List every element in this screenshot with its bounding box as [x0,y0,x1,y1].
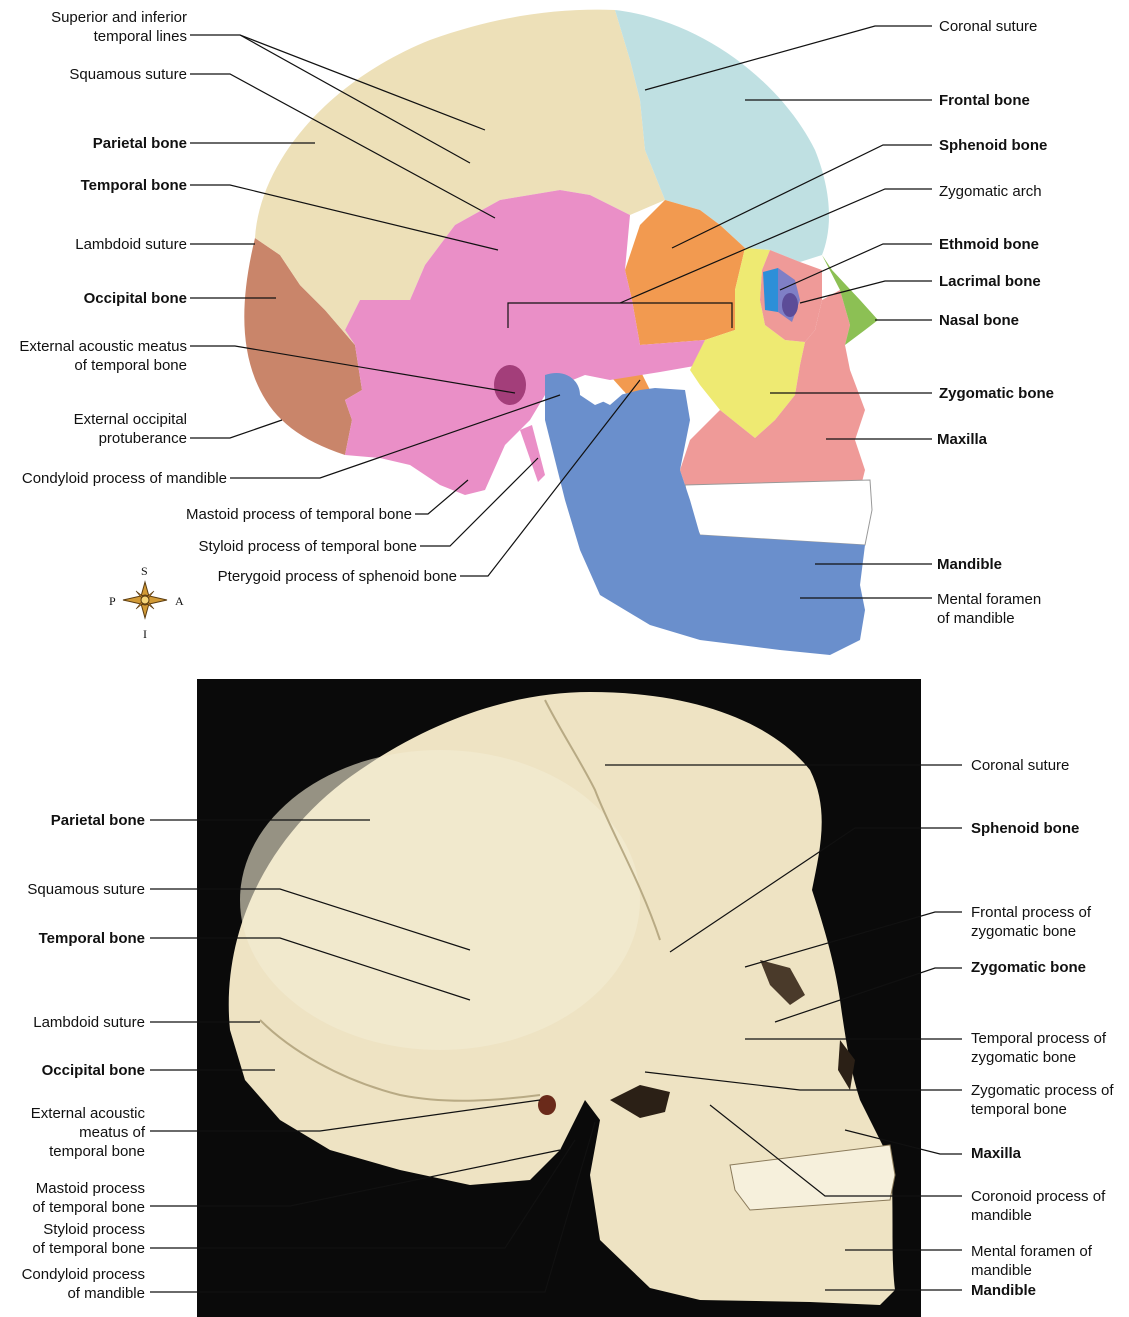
sphenoid-bone-region [625,200,745,345]
nasal-bone-region [822,255,878,345]
photo-label-external-acoustic-meatus: External acoustic meatus of temporal bon… [30,1105,145,1160]
photo-label-mandible: Mandible [971,1282,1037,1299]
label-mental-foramen: Mental foramen of mandible [937,591,1042,627]
photo-label-sphenoid-bone: Sphenoid bone [971,820,1080,837]
label-sphenoid-bone: Sphenoid bone [939,137,1048,154]
photo-label-mastoid-process: Mastoid process of temporal bone [32,1180,145,1216]
photo-lambdoid-suture [259,1019,541,1102]
bottom-leader-lines [150,764,962,1293]
photo-label-coronoid-process: Coronoid process of mandible [971,1188,1106,1224]
label-maxilla: Maxilla [937,431,988,448]
label-zygomatic-bone: Zygomatic bone [939,385,1055,402]
ethmoid-bone-region [763,268,778,312]
compass-superior: S [141,564,148,578]
photo-label-zygomatic-bone: Zygomatic bone [971,959,1087,976]
label-squamous-suture: Squamous suture [69,66,187,83]
label-lambdoid-suture: Lambdoid suture [75,236,187,253]
top-leader-lines [190,25,932,599]
ear-hole [494,365,526,405]
occipital-bone-region [244,238,362,455]
label-external-acoustic-meatus: External acoustic meatus of temporal bon… [19,338,187,374]
parietal-bone-region [255,9,665,345]
photo-shade [240,750,640,1050]
photo-teeth [729,1144,896,1211]
temporal-bone-region [345,190,705,495]
sigmoid-notch [590,385,625,405]
label-coronal-suture: Coronal suture [939,18,1038,35]
label-temporal-bone: Temporal bone [80,177,187,194]
label-temporal-lines: Superior and inferior temporal lines [51,9,187,45]
teeth-region [684,479,873,546]
photo-ear-hole [538,1095,556,1115]
photo-label-temporal-bone: Temporal bone [38,930,145,947]
frontal-bone-region [615,10,830,262]
photo-label-squamous-suture: Squamous suture [27,881,145,898]
photo-coronal-suture [544,699,661,941]
photo-label-styloid-process: Styloid process of temporal bone [32,1221,145,1257]
photo-label-lambdoid-suture: Lambdoid suture [33,1014,145,1031]
label-parietal-bone: Parietal bone [92,135,187,152]
label-external-occipital-protuberance: External occipital protuberance [73,411,187,447]
label-lacrimal-bone: Lacrimal bone [939,273,1041,290]
orbit-hole [782,293,798,317]
maxilla-region [680,290,865,500]
styloid-region [520,425,545,482]
photo-label-coronal-suture: Coronal suture [971,757,1070,774]
label-zygomatic-arch: Zygomatic arch [939,183,1042,200]
photo-label-parietal-bone: Parietal bone [50,812,145,829]
photo-label-temporal-process: Temporal process of zygomatic bone [971,1030,1107,1066]
mandible-region [545,372,865,655]
label-condyloid-process: Condyloid process of mandible [21,470,227,487]
photo-label-occipital-bone: Occipital bone [41,1062,145,1079]
photo-label-zygomatic-process: Zygomatic process of temporal bone [971,1082,1114,1118]
label-ethmoid-bone: Ethmoid bone [939,236,1039,253]
zygomatic-bone-region [690,248,805,438]
photo-temporal-fossa [610,1085,670,1118]
compass-anterior: A [175,594,184,608]
photo-label-condyloid-process: Condyloid process of mandible [21,1266,145,1302]
compass-posterior: P [109,594,116,608]
photo-label-mental-foramen: Mental foramen of mandible [971,1243,1092,1279]
compass-icon [122,580,168,620]
label-frontal-bone: Frontal bone [939,92,1030,109]
photo-nasal [838,1040,855,1090]
label-occipital-bone: Occipital bone [83,290,187,307]
photo-orbit [760,960,805,1005]
label-styloid-process: Styloid process of temporal bone [198,538,417,555]
label-nasal-bone: Nasal bone [939,312,1020,329]
photo-label-frontal-process: Frontal process of zygomatic bone [971,904,1092,940]
compass-inferior: I [143,627,147,641]
photo-label-maxilla: Maxilla [971,1145,1022,1162]
label-mandible: Mandible [937,556,1003,573]
label-pterygoid-process: Pterygoid process of sphenoid bone [217,568,457,585]
label-mastoid-process: Mastoid process of temporal bone [186,506,412,523]
